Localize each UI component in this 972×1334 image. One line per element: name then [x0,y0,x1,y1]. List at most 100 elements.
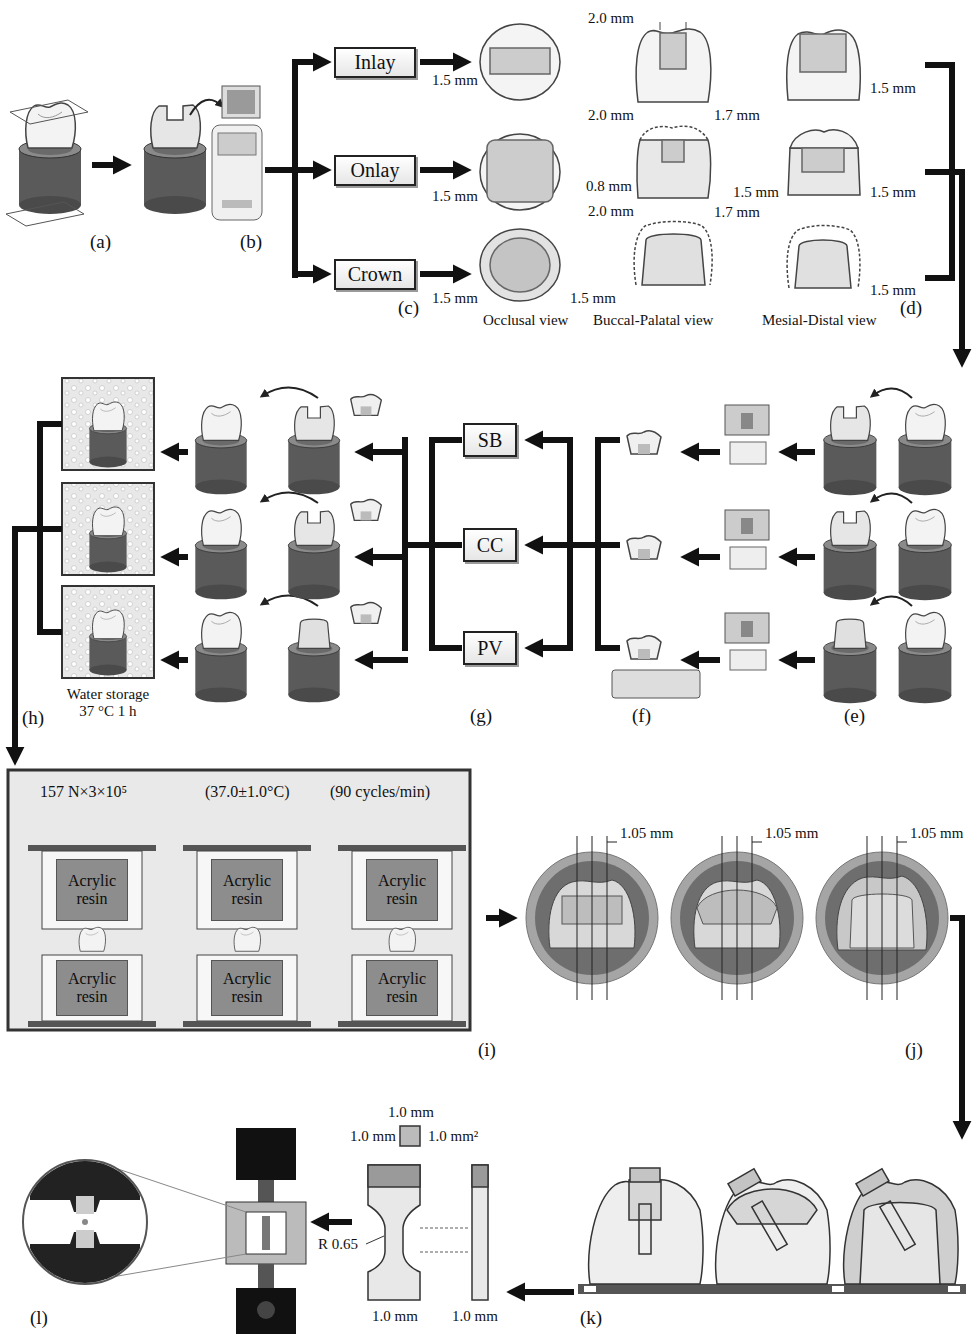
milled-restorations [627,431,661,659]
illustration-rect [800,34,846,72]
illustration-use [627,431,661,454]
illustration-line [722,836,723,1000]
illustration-line [686,554,720,560]
illustration-use [295,511,335,545]
stick-specimen [366,1126,488,1300]
illustration-path [787,226,860,289]
illustration-line [166,554,188,560]
dimension-label: 2.0 mm [588,107,634,124]
illustration-rect [741,518,753,534]
illustration-path [262,387,318,398]
illustration-path [634,222,712,286]
illustration-rect [76,1196,94,1214]
illustration-rect [487,140,553,202]
illustration-line [402,437,408,651]
seating-teeth [195,395,381,703]
illustration-path [640,126,708,140]
illustration-use [351,603,382,624]
illustration-line [577,836,578,1000]
illustration-use [195,538,246,599]
illustration-rect [246,1212,286,1254]
illustration-line [784,554,815,560]
illustration-rect [352,955,452,1021]
illustration-use [92,507,124,536]
cut-tooth [589,1168,703,1284]
tooth-in-mount [6,100,88,226]
node-text: Crown [348,263,402,286]
illustration-line [420,59,466,65]
acrylic-resin-block: Acrylic resin [56,859,128,921]
flow-arrow [512,1289,574,1295]
illustration-rect [725,510,769,540]
curved-arrow [190,100,222,115]
illustration-rect [741,621,753,637]
loading-jigs [28,845,466,1027]
illustration-rect [832,1286,844,1292]
acrylic-resin-block: Acrylic resin [211,859,283,921]
illustration-use [351,395,382,416]
illustration-line [598,645,620,651]
illustration-use [202,404,242,440]
cement-bracket-right [570,437,620,651]
illustration-rect [630,1168,660,1182]
illustration-use [144,140,206,214]
illustration-rect [227,90,255,114]
cement-bracket-left [405,437,462,651]
illustration-line [686,449,720,455]
illustration-use [627,636,661,659]
illustration-line [432,645,462,651]
illustration-line [530,542,573,548]
illustration-rect [222,200,252,208]
illustration-rect [183,1021,311,1027]
illustration-path [788,148,860,195]
branch-bracket [265,59,295,278]
node-text: Acrylic resin [57,970,127,1005]
acrylic-resin-block: Acrylic resin [56,960,128,1016]
illustration-g [577,836,617,1000]
load-condition: 157 N×3×10⁵ [40,783,127,801]
panel-letter: (j) [905,1040,923,1061]
illustration-rect [730,442,766,464]
illustration-line [40,629,62,635]
illustration-rect [948,1286,960,1292]
illustration-line [530,645,573,651]
illustration-use [92,610,124,639]
illustration-path [790,130,858,148]
illustration-path [952,172,962,362]
illustration-path [716,1180,830,1284]
panel-letter: (e) [844,706,865,727]
dimension-label: 1.0 mm² [428,1128,478,1145]
dimension-label: 1.0 mm [452,1308,498,1325]
mesial-views [787,30,861,288]
illustration-rect [62,378,154,470]
illustration-line [660,22,661,30]
illustration-use [234,927,260,951]
illustration-rect [660,33,686,69]
illustration-rect [639,1204,651,1254]
panel-letter: (i) [478,1040,496,1061]
illustration-line [686,657,720,663]
illustration-rect [222,86,260,118]
illustration-line [40,526,62,532]
illustration-line [166,657,188,663]
illustration-line [366,1236,384,1244]
panel-letter: (b) [240,232,262,253]
illustration-circle [23,1160,147,1284]
scanners [725,405,769,670]
illustration-path [637,140,711,198]
node-text: PV [477,637,503,660]
illustration-rect [725,405,769,435]
illustration-path [795,240,851,288]
illustration-path [589,1180,703,1284]
illustration-rect [752,1201,787,1250]
illustration-line [607,836,608,1000]
illustration-rect [62,586,154,678]
illustration-line [784,657,815,663]
illustration-rect [28,1021,156,1027]
illustration-line [360,554,408,560]
illustration-path [636,29,711,102]
illustration-line [607,842,617,843]
illustration-rect [400,1126,420,1146]
